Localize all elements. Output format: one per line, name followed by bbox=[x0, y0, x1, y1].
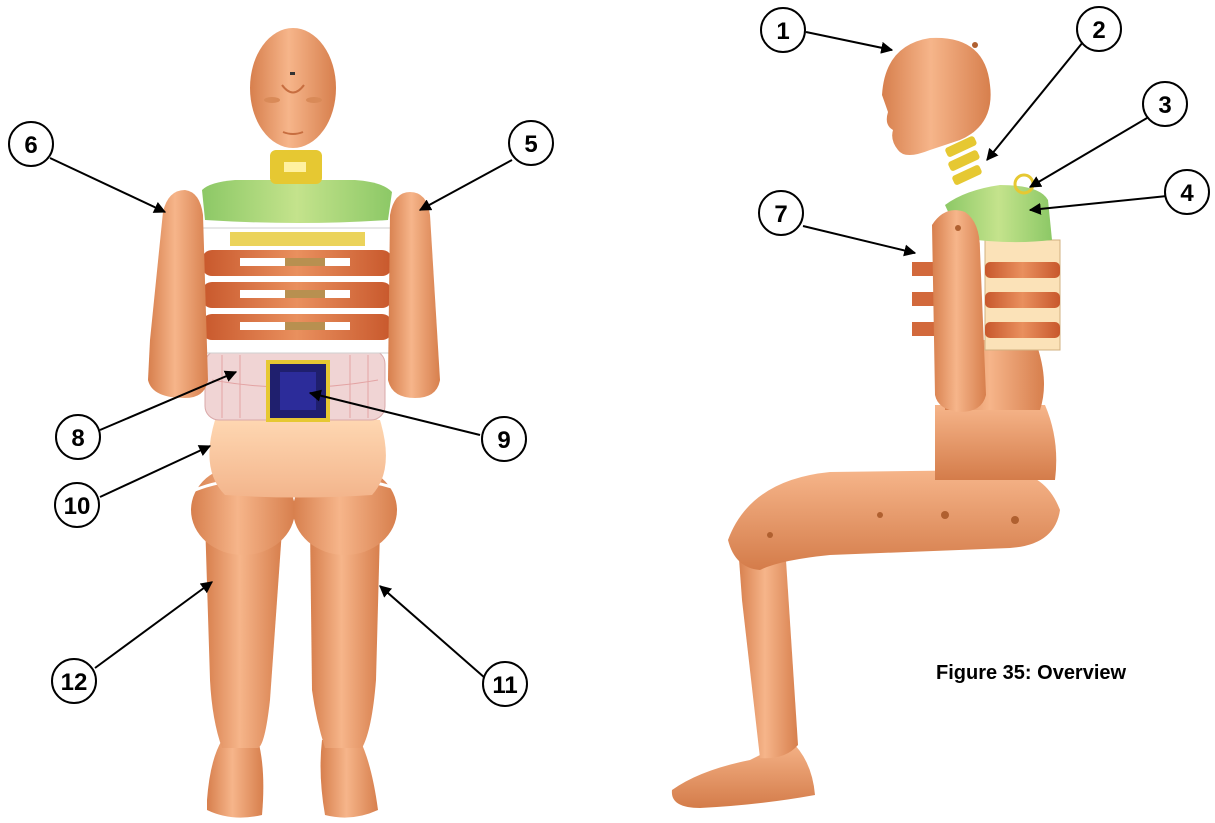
arrow-3 bbox=[1030, 118, 1147, 187]
side-lower-leg bbox=[738, 538, 798, 759]
front-left-arm bbox=[388, 192, 440, 398]
callout-7-label: 7 bbox=[774, 201, 787, 228]
front-left-foot bbox=[207, 740, 263, 818]
arrow-1 bbox=[806, 32, 892, 50]
callout-12: 12 bbox=[52, 659, 96, 703]
callout-6-label: 6 bbox=[24, 132, 37, 159]
callout-2: 2 bbox=[1077, 7, 1121, 51]
front-head bbox=[250, 28, 336, 148]
callout-10: 10 bbox=[55, 483, 99, 527]
callout-2-label: 2 bbox=[1092, 17, 1105, 44]
side-thigh bbox=[728, 470, 1060, 570]
callout-3: 3 bbox=[1143, 82, 1187, 126]
callout-6: 6 bbox=[9, 122, 53, 166]
callout-9-label: 9 bbox=[497, 427, 510, 454]
figure-caption: Figure 35: Overview bbox=[936, 662, 1126, 685]
arrow-12 bbox=[95, 582, 212, 668]
arrow-10 bbox=[100, 446, 210, 497]
arrow-11 bbox=[380, 586, 485, 678]
callout-10-label: 10 bbox=[64, 493, 91, 520]
arrow-4 bbox=[1030, 196, 1167, 210]
callout-11-label: 11 bbox=[492, 672, 517, 699]
callout-1: 1 bbox=[761, 8, 805, 52]
callout-4: 4 bbox=[1165, 170, 1209, 214]
callout-1-label: 1 bbox=[776, 18, 789, 45]
callout-8-label: 8 bbox=[71, 425, 84, 452]
side-foot bbox=[672, 740, 815, 808]
callout-11: 11 bbox=[483, 662, 527, 706]
side-rib-2 bbox=[985, 292, 1060, 308]
front-right-arm bbox=[148, 190, 208, 398]
side-rib-1 bbox=[985, 262, 1060, 278]
front-right-foot bbox=[321, 740, 378, 818]
callout-12-label: 12 bbox=[61, 669, 88, 696]
callout-8: 8 bbox=[56, 415, 100, 459]
front-view bbox=[148, 28, 440, 818]
side-view bbox=[672, 38, 1060, 808]
callout-5-label: 5 bbox=[524, 131, 537, 158]
callout-3-label: 3 bbox=[1158, 92, 1171, 119]
arrow-6 bbox=[50, 158, 165, 212]
arrow-5 bbox=[420, 160, 512, 210]
side-head bbox=[882, 38, 991, 155]
side-rib-3 bbox=[985, 322, 1060, 338]
side-arm bbox=[932, 210, 986, 412]
front-shoulder-assembly bbox=[202, 180, 392, 223]
callout-7: 7 bbox=[759, 191, 803, 235]
arrow-2 bbox=[987, 42, 1083, 160]
front-pelvis bbox=[209, 415, 386, 498]
callout-4-label: 4 bbox=[1180, 180, 1194, 207]
callout-5: 5 bbox=[509, 121, 553, 165]
callout-9: 9 bbox=[482, 417, 526, 461]
arrow-7 bbox=[803, 226, 915, 253]
side-pelvis bbox=[935, 405, 1056, 480]
